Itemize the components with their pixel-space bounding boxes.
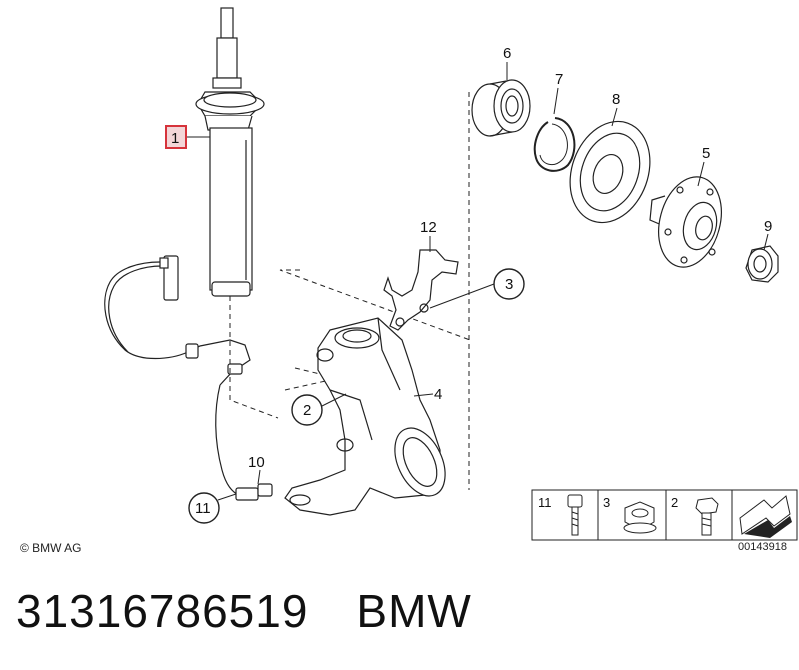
brand-name: BMW — [356, 585, 472, 637]
steering-knuckle[interactable] — [284, 317, 455, 516]
circlip[interactable] — [533, 117, 576, 172]
callout-1-box — [165, 125, 187, 149]
parts-diagram: 1 2 3 4 5 6 7 8 9 10 11 12 11 3 2 — [104, 7, 798, 541]
callout-9: 9 — [764, 218, 772, 235]
fastener-legend: 11 3 2 — [531, 489, 798, 541]
callout-12: 12 — [420, 219, 437, 236]
callout-2: 2 — [303, 402, 311, 419]
callout-4: 4 — [434, 386, 442, 403]
callout-7: 7 — [555, 71, 563, 88]
callout-11: 11 — [195, 500, 211, 517]
callout-3: 3 — [505, 276, 513, 293]
callout-1: 1 — [171, 130, 179, 147]
socket-head-bolt-icon — [567, 494, 583, 536]
callout-8: 8 — [612, 91, 620, 108]
callout-5: 5 — [702, 145, 710, 162]
wheel-speed-sensor-cable[interactable] — [104, 255, 273, 501]
collar-nut[interactable] — [745, 245, 779, 283]
collar-nut-icon — [623, 501, 657, 534]
callout-6: 6 — [503, 45, 511, 62]
legend-label-11: 11 — [538, 495, 552, 510]
hex-bolt-icon — [695, 497, 719, 536]
shock-absorber[interactable] — [195, 7, 265, 297]
document-number: 00143918 — [738, 541, 787, 553]
arrow-icon — [739, 495, 792, 538]
dust-shield[interactable] — [557, 110, 664, 234]
legend-label-3: 3 — [603, 495, 610, 510]
part-caption: 31316786519 BMW — [16, 584, 472, 638]
part-number: 31316786519 — [16, 585, 309, 637]
copyright-notice: © BMW AG — [20, 541, 82, 555]
callout-2-circle — [291, 394, 323, 426]
callout-3-circle — [493, 268, 525, 300]
brake-line-bracket[interactable] — [383, 249, 459, 331]
callout-11-circle — [188, 492, 220, 524]
wheel-bearing[interactable] — [471, 79, 531, 137]
wheel-hub[interactable] — [649, 170, 731, 274]
callout-10: 10 — [248, 454, 265, 471]
legend-label-2: 2 — [671, 495, 678, 510]
